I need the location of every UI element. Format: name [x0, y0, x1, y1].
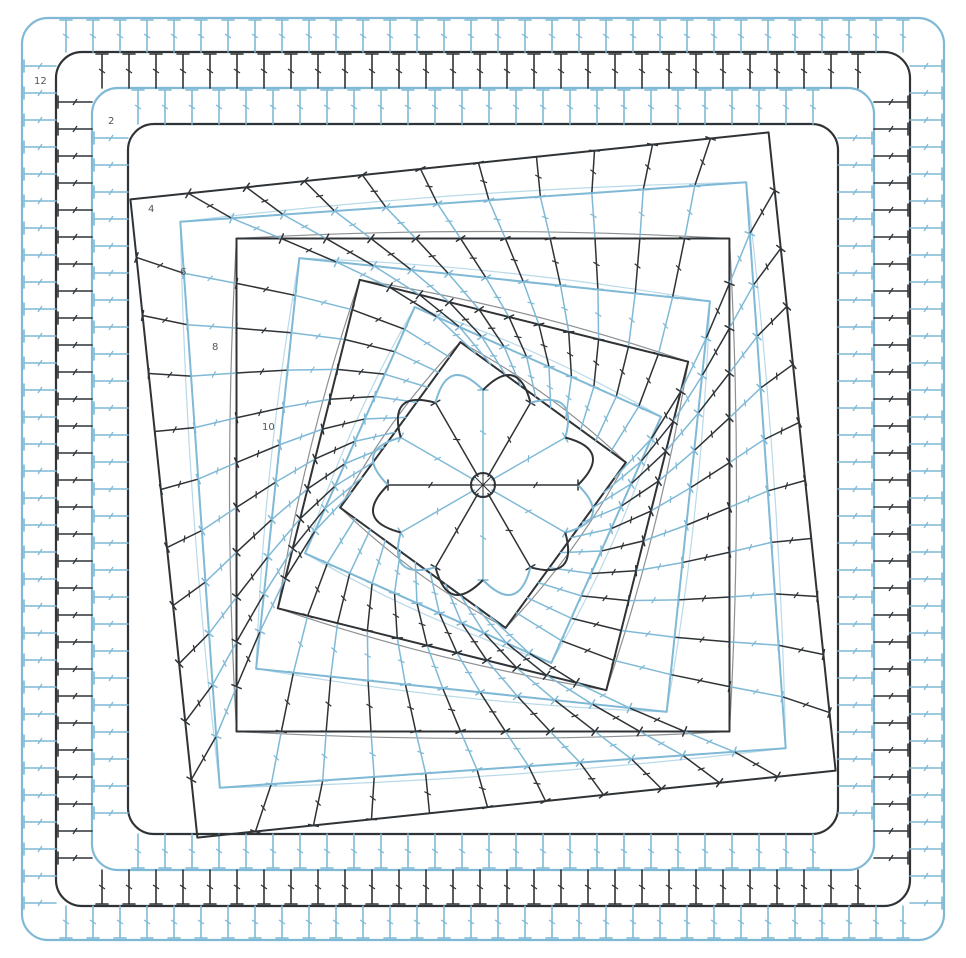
stitch-top-bar	[628, 596, 629, 606]
stitch-top-bar	[321, 731, 331, 732]
stitch-top-bar	[187, 320, 188, 330]
row-marker-4: 8	[212, 342, 218, 353]
stitch-top-bar	[191, 371, 192, 381]
stitch-top-bar	[362, 630, 372, 631]
stitch-top-bar	[236, 323, 237, 333]
stitch-top-bar	[425, 813, 435, 814]
stitch-top-bar	[318, 780, 328, 781]
stitch-top-bar	[564, 332, 574, 333]
row-marker-2: 4	[148, 204, 154, 215]
stitch-slash	[289, 501, 290, 508]
stitch-top-bar	[367, 819, 377, 820]
stitch-top-bar	[636, 566, 637, 576]
stitch-top-bar	[392, 638, 402, 639]
stitch-top-bar	[330, 394, 331, 404]
row-marker-5: 10	[262, 422, 275, 433]
stitch-slash	[499, 678, 506, 679]
row-marker-0: 12	[34, 76, 47, 87]
stitch-top-bar	[594, 339, 604, 340]
stitch-top-bar	[729, 592, 730, 602]
stitch-top-bar	[775, 589, 776, 599]
stitch-top-bar	[590, 150, 600, 151]
stitch-slash	[471, 345, 478, 346]
stitch-slash	[487, 624, 494, 625]
stitch-top-bar	[369, 777, 379, 778]
stitch-top-bar	[590, 238, 600, 239]
stitch-top-bar	[811, 534, 812, 544]
stitch-slash	[460, 291, 467, 292]
stitch-top-bar	[366, 731, 376, 732]
stitch-slash	[676, 462, 677, 469]
stitch-top-bar	[587, 193, 597, 194]
stitch-top-bar	[778, 640, 779, 650]
stitch-top-bar	[236, 368, 237, 378]
stitch-top-bar	[635, 238, 645, 239]
stitch-top-bar	[148, 369, 149, 379]
stitch-top-bar	[532, 156, 542, 157]
stitch-top-bar	[638, 189, 648, 190]
stitch-top-bar	[154, 427, 155, 437]
row-marker-1: 2	[108, 116, 114, 127]
row-marker-3: 6	[180, 267, 186, 278]
stitch-slash	[343, 489, 344, 496]
stitch-slash	[622, 473, 623, 480]
stitch-top-bar	[337, 364, 338, 374]
stitch-top-bar	[729, 637, 730, 647]
stitch-top-bar	[817, 592, 818, 602]
